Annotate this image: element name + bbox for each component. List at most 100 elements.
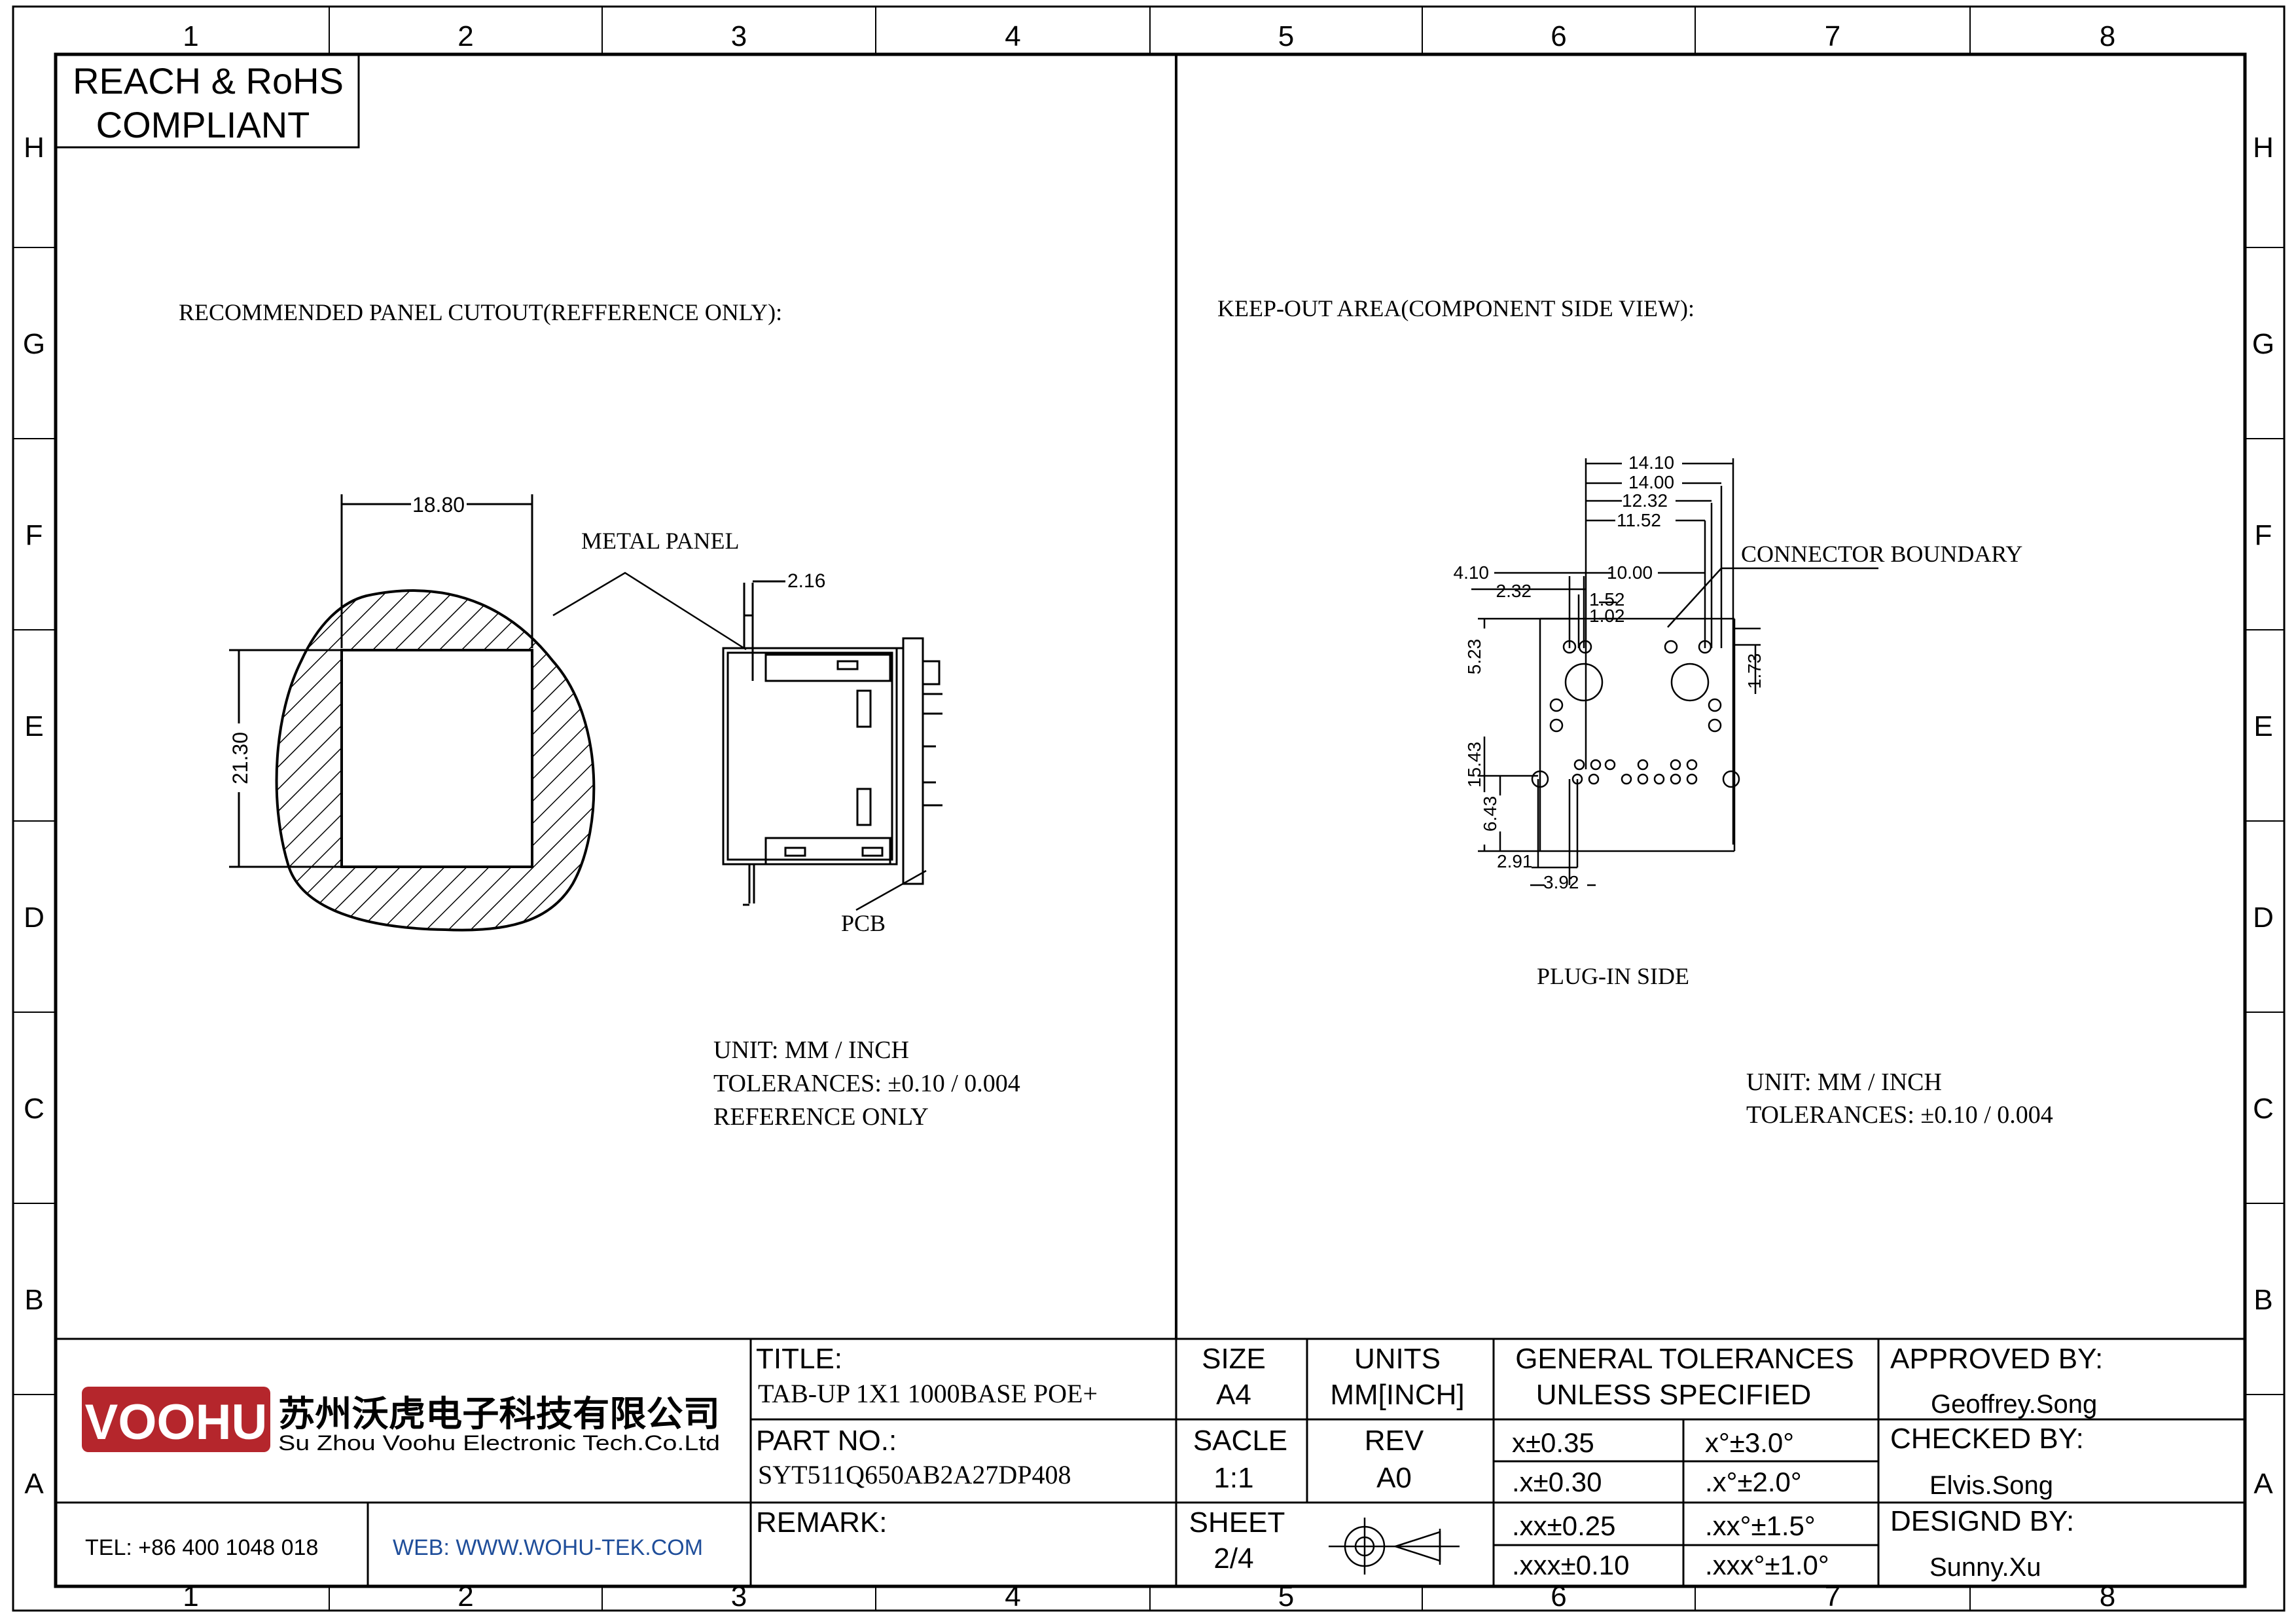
designed-by-value: Sunny.Xu (1929, 1553, 2041, 1582)
dim-14-10: 14.10 (1628, 452, 1674, 473)
left-note-reference: REFERENCE ONLY (713, 1103, 929, 1131)
tolerance-header-1: GENERAL TOLERANCES (1515, 1343, 1854, 1375)
row-label: D (2253, 902, 2274, 934)
column-label: 5 (1278, 1580, 1294, 1613)
company-name-cn: 苏州沃虎电子科技有限公司 (278, 1395, 720, 1434)
units-value: MM[INCH] (1330, 1379, 1464, 1411)
dim-2-91: 2.91 (1497, 851, 1533, 871)
row-label: D (24, 902, 45, 934)
dim-12-32: 12.32 (1622, 490, 1668, 511)
sheet-value: 2/4 (1213, 1542, 1253, 1575)
dim-11-52: 11.52 (1617, 510, 1661, 530)
metal-panel-leader (552, 572, 747, 651)
column-label: 7 (1825, 1580, 1840, 1613)
title-block: VOOHU 苏州沃虎电子科技有限公司 Su Zhou Voohu Electro… (56, 1338, 2245, 1586)
left-note-tolerance: TOLERANCES: ±0.10 / 0.004 (713, 1070, 1020, 1097)
title-value: TAB-UP 1X1 1000BASE POE+ (758, 1379, 1098, 1408)
dim-1-02: 1.02 (1589, 606, 1625, 626)
row-ticks (13, 247, 2284, 1395)
dim-3-92: 3.92 (1543, 872, 1579, 892)
column-label: 2 (457, 1580, 473, 1613)
mount-hole-right (1670, 663, 1710, 702)
right-note-tolerance: TOLERANCES: ±0.10 / 0.004 (1746, 1101, 2053, 1129)
row-label: C (2253, 1093, 2274, 1125)
row-label: B (2253, 1284, 2272, 1316)
dim-cutout-height-label: 21.30 (228, 732, 252, 784)
dim-panel-thickness-label: 2.16 (787, 570, 825, 592)
row-label: E (24, 710, 43, 742)
approved-by-value: Geoffrey.Song (1931, 1390, 2097, 1419)
column-label: 7 (1825, 20, 1840, 52)
compliance-box: REACH & RoHS COMPLIANT (56, 54, 360, 149)
column-label: 1 (183, 1580, 198, 1613)
tolerance-angular-3: .xx°±1.5° (1705, 1510, 1816, 1541)
row-label: A (24, 1468, 44, 1500)
panel-cutout-view: RECOMMENDED PANEL CUTOUT(REFFERENCE ONLY… (179, 299, 1020, 1131)
row-label: G (23, 328, 45, 360)
connector-boundary-label: CONNECTOR BOUNDARY (1741, 541, 2022, 567)
row-label: C (24, 1093, 45, 1125)
row-label: H (24, 132, 45, 164)
panel-cutout-heading: RECOMMENDED PANEL CUTOUT(REFFERENCE ONLY… (179, 299, 782, 325)
keep-out-view: KEEP-OUT AREA(COMPONENT SIDE VIEW): (1217, 295, 2053, 1129)
pcb-leader (855, 869, 927, 911)
row-label: A (2253, 1468, 2273, 1500)
column-label: 2 (457, 20, 473, 52)
column-label: 1 (183, 20, 198, 52)
dim-1-52: 1.52 (1589, 589, 1625, 610)
row-label: H (2253, 132, 2274, 164)
column-label: 5 (1278, 20, 1294, 52)
keep-out-holes (1531, 640, 1740, 788)
company-web: WEB: WWW.WOHU-TEK.COM (393, 1535, 703, 1560)
compliance-line-2: COMPLIANT (96, 104, 310, 145)
tolerance-linear-4: .xxx±0.10 (1512, 1550, 1629, 1580)
rev-label: REV (1365, 1425, 1424, 1457)
compliance-line-1: REACH & RoHS (73, 60, 344, 101)
dim-cutout-height (229, 649, 340, 868)
approved-by-label: APPROVED BY: (1890, 1343, 2103, 1375)
scale-label: SACLE (1193, 1425, 1287, 1457)
sheet-label: SHEET (1189, 1506, 1285, 1539)
mount-hole-left (1564, 663, 1604, 702)
right-note-unit: UNIT: MM / INCH (1746, 1068, 1942, 1096)
column-label: 4 (1005, 1580, 1020, 1613)
left-note-unit: UNIT: MM / INCH (713, 1036, 909, 1064)
tolerance-angular-1: x°±3.0° (1705, 1427, 1794, 1458)
dim-15-43: 15.43 (1464, 742, 1484, 788)
size-value: A4 (1216, 1379, 1251, 1411)
dim-6-43: 6.43 (1480, 796, 1500, 832)
tolerance-linear-3: .xx±0.25 (1512, 1510, 1615, 1541)
third-angle-projection-icon (1329, 1518, 1460, 1575)
tolerance-linear-2: .x±0.30 (1512, 1467, 1602, 1497)
plug-in-side-label: PLUG-IN SIDE (1537, 963, 1689, 989)
part-no-label: PART NO.: (756, 1425, 897, 1457)
rev-value: A0 (1376, 1462, 1412, 1494)
pcb-label: PCB (841, 910, 886, 936)
title-label: TITLE: (756, 1343, 842, 1375)
company-logo-text: VOOHU (85, 1395, 268, 1450)
dim-2-32: 2.32 (1496, 581, 1532, 601)
company-name-en: Su Zhou Voohu Electronic Tech.Co.Ltd (278, 1431, 720, 1455)
row-label: E (2253, 710, 2272, 742)
checked-by-label: CHECKED BY: (1890, 1423, 2084, 1455)
dim-5-23: 5.23 (1464, 639, 1484, 675)
tolerance-header-2: UNLESS SPECIFIED (1536, 1379, 1812, 1411)
dim-cutout-width (340, 494, 533, 648)
company-tel: TEL: +86 400 1048 018 (85, 1535, 318, 1560)
column-label: 8 (2100, 20, 2115, 52)
keep-out-dimension-lines (1471, 458, 1878, 886)
remark-label: REMARK: (756, 1506, 887, 1539)
checked-by-value: Elvis.Song (1929, 1471, 2053, 1500)
row-label: F (2255, 519, 2272, 551)
column-label: 6 (1551, 1580, 1566, 1613)
size-label: SIZE (1202, 1343, 1266, 1375)
row-label: G (2252, 328, 2274, 360)
row-label: B (24, 1284, 43, 1316)
part-no-value: SYT511Q650AB2A27DP408 (758, 1460, 1071, 1489)
scale-value: 1:1 (1213, 1462, 1253, 1494)
dim-4-10: 4.10 (1454, 562, 1490, 583)
tolerance-angular-2: .x°±2.0° (1705, 1467, 1802, 1497)
